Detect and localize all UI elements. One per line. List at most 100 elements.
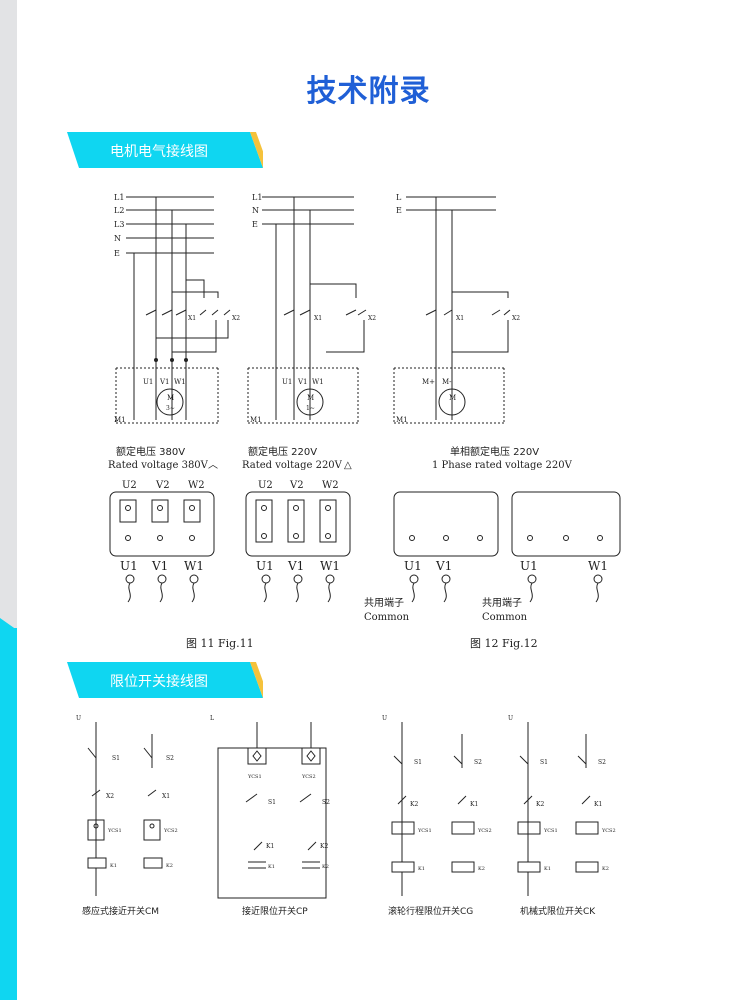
d3-line-label: L [396, 193, 402, 202]
limit-ck-sw1: S1 [540, 759, 548, 766]
limit-cg-relay1: YCS1 [417, 828, 432, 834]
page-title: 技术附录 [306, 74, 431, 109]
limit-cm-relay1: YCS1 [107, 828, 122, 834]
d1-terminal-label: W1 [174, 378, 186, 386]
d1-terminal-label: V1 [159, 378, 170, 386]
d3-frame-label: M1 [396, 416, 408, 424]
d1-line-label: E [114, 249, 120, 258]
limit-cg-relay2: YCS2 [477, 828, 492, 834]
tb1-top-label: V2 [155, 480, 170, 491]
limit-cm-top: U [76, 715, 81, 722]
limit-switch-diagram: U S1 S2 X2 X1 YCS1 YCS2 K1 K2 感应式接近开关CM … [76, 715, 616, 917]
limit-cm-sub2: X1 [162, 793, 170, 800]
tb1-bottom-label: W1 [184, 559, 204, 573]
figure-caption-11: 图 11 Fig.11 [186, 637, 254, 650]
side-bar-cyan [0, 628, 17, 1000]
rating-3-zh: 单相额定电压 220V [450, 445, 539, 458]
tb2-bottom-label: V1 [287, 559, 304, 573]
limit-cm-ks1: K1 [110, 863, 117, 869]
section-tab-limit-shape [67, 662, 263, 698]
limit-ck-ks1: K1 [544, 866, 551, 872]
limit-cp-sub2: K2 [320, 843, 328, 850]
limit-diagram-ck: U S1 S2 K2 K1 YCS1 YCS2 K1 K2 机械式限位开关CK [508, 715, 616, 917]
limit-cp-sub1: K1 [266, 843, 274, 850]
d1-line-label: L3 [114, 220, 124, 229]
rating-2-symbol: △ [344, 460, 352, 471]
d3-contact-label: X2 [512, 315, 520, 322]
d1-contact-label: X2 [232, 315, 240, 322]
d3-contact-label: X1 [456, 315, 464, 322]
limit-ck-relay2: YCS2 [601, 828, 616, 834]
tb4-label: U1 [520, 559, 538, 573]
d2-line-label: N [252, 206, 259, 215]
limit-cp-relay2: YCS2 [301, 774, 316, 780]
tb4-label: W1 [588, 559, 608, 573]
limit-cm-sub1: X2 [106, 793, 114, 800]
d2-motor-sub: 1~ [306, 405, 315, 412]
limit-cp-caption: 接近限位开关CP [242, 905, 308, 917]
limit-cg-sw2: S2 [474, 759, 482, 766]
terminal-box-1: U2 V2 W2 U1 V1 W1 [109, 480, 215, 603]
motor-diagram-2: L1 N E X1 X2 U1 V1 W1 M 1~ M1 [247, 193, 376, 424]
limit-cm-caption: 感应式接近开关CM [82, 905, 159, 917]
tb3-common-zh: 共用端子 [364, 596, 404, 609]
terminal-box-3: U1 V1 共用端子 Common [364, 491, 499, 623]
limit-cg-ks2: K2 [478, 866, 485, 872]
section-tab-motor-shape [67, 132, 263, 168]
tb2-bottom-label: W1 [320, 559, 340, 573]
limit-ck-relay1: YCS1 [543, 828, 558, 834]
limit-cm-ks2: K2 [166, 863, 173, 869]
limit-cg-sub1: K2 [410, 801, 418, 808]
limit-cg-top: U [382, 715, 387, 722]
d2-motor-label: M [307, 394, 314, 402]
side-bar [0, 0, 17, 1000]
d2-line-label: L1 [252, 193, 262, 202]
limit-diagram-cp: L S1 S2 K1 K2 YCS1 YCS2 K1 K2 接近限位开关CP [210, 715, 330, 917]
motor-diagram-3: L E X1 X2 M+ M- M M1 [393, 193, 520, 424]
limit-ck-ks2: K2 [602, 866, 609, 872]
tb3-label: V1 [435, 559, 452, 573]
section-tab-limit: 限位开关接线图 [67, 662, 263, 698]
limit-cp-relay1: YCS1 [247, 774, 262, 780]
terminal-box-4: U1 W1 共用端子 Common [482, 491, 621, 623]
terminal-box-2: U2 V2 W2 U1 V1 W1 [245, 480, 351, 603]
d2-contact-label: X1 [314, 315, 322, 322]
limit-cm-relay2: YCS2 [163, 828, 178, 834]
d2-terminal-label: V1 [297, 378, 308, 386]
d2-terminal-label: W1 [312, 378, 324, 386]
tb2-bottom-label: U1 [256, 559, 274, 573]
section-tab-motor: 电机电气接线图 [67, 132, 263, 168]
tb1-top-label: W2 [188, 480, 205, 491]
section-tab-limit-label: 限位开关接线图 [110, 674, 208, 690]
limit-cg-sw1: S1 [414, 759, 422, 766]
d3-terminal-label: M- [442, 378, 452, 386]
d2-frame-label: M1 [250, 416, 262, 424]
limit-cp-ks2: K2 [322, 864, 329, 870]
d1-line-label: L1 [114, 193, 124, 202]
side-bar-notch [0, 618, 17, 630]
rating-3-en: 1 Phase rated voltage 220V [432, 460, 573, 471]
limit-cp-ks1: K1 [268, 864, 275, 870]
limit-cm-sw2: S2 [166, 755, 174, 762]
d1-motor-sub: 3~ [166, 405, 175, 412]
limit-diagram-cm: U S1 S2 X2 X1 YCS1 YCS2 K1 K2 感应式接近开关CM [76, 715, 178, 917]
limit-cp-top: L [210, 715, 214, 722]
d1-terminal-label: U1 [143, 378, 153, 386]
limit-ck-sw2: S2 [598, 759, 606, 766]
d1-frame-label: M1 [114, 416, 126, 424]
limit-cp-sw1: S1 [268, 799, 276, 806]
limit-cg-caption: 滚轮行程限位开关CG [388, 905, 473, 917]
d3-line-label: E [396, 206, 402, 215]
d3-motor-label: M [449, 394, 456, 402]
limit-diagram-cg: U S1 S2 K2 K1 YCS1 YCS2 K1 K2 滚轮行程限位开关CG [382, 715, 492, 917]
d2-terminal-label: U1 [282, 378, 292, 386]
tb2-top-label: U2 [258, 480, 273, 491]
d1-motor-label: M [167, 394, 174, 402]
d3-terminal-label: M+ [422, 378, 435, 386]
rating-2-zh: 额定电压 220V [248, 445, 317, 458]
tb3-label: U1 [404, 559, 422, 573]
d2-line-label: E [252, 220, 258, 229]
rating-1-symbol: ︿ [208, 460, 218, 471]
d1-contact-label: X1 [188, 315, 196, 322]
motor-diagram-1: L1 L2 L3 N E X1 X2 U1 V1 W1 M 3~ M1 [114, 193, 240, 424]
